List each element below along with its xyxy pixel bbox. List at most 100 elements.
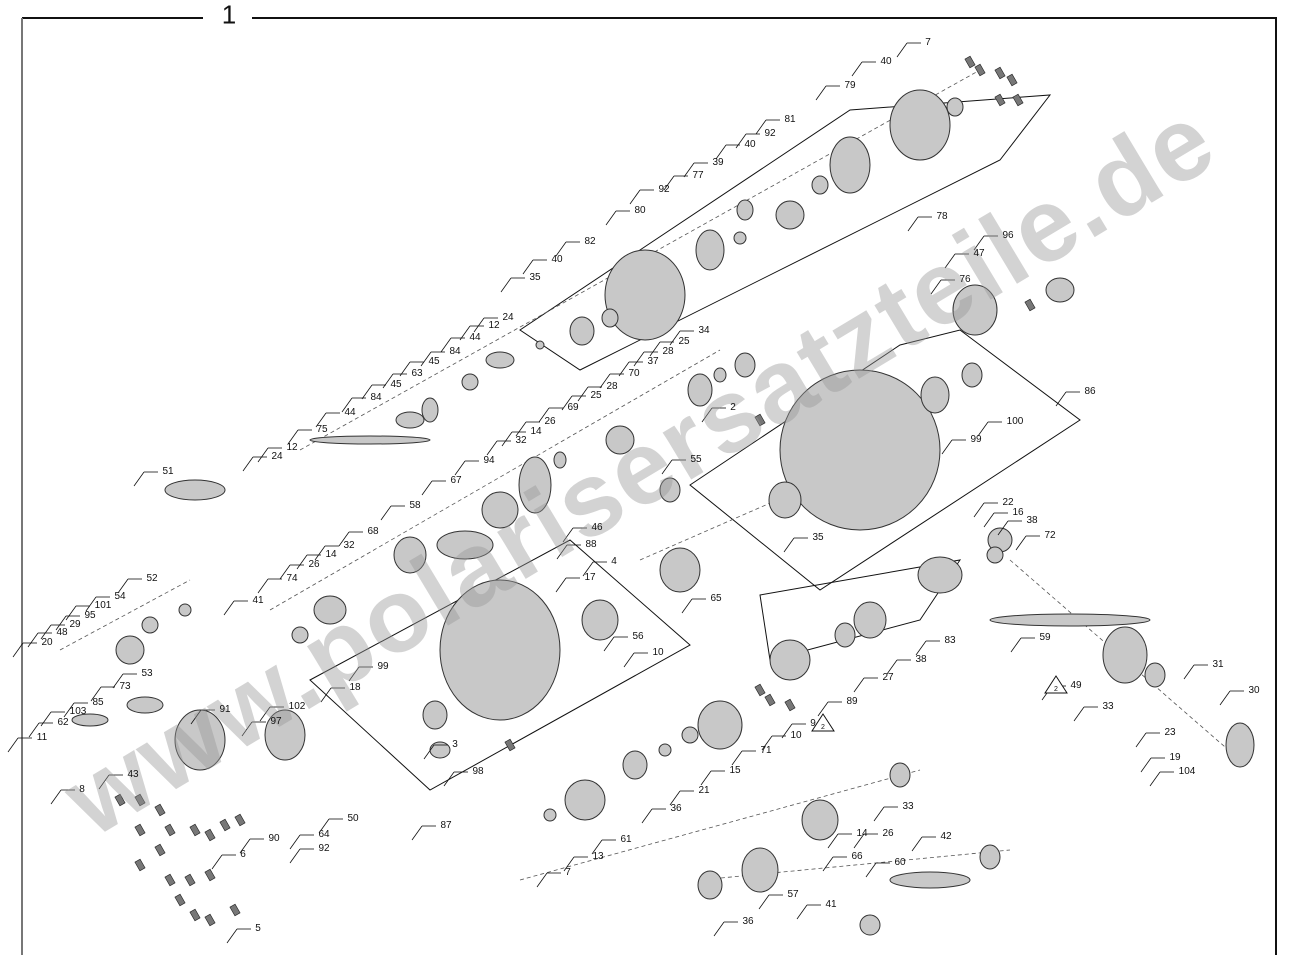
assembly-axis	[269, 349, 721, 611]
seal	[961, 362, 983, 388]
shaft	[309, 435, 431, 445]
chain	[518, 456, 552, 514]
callout-16: 16	[1012, 507, 1024, 518]
cover	[581, 599, 619, 641]
callout-78: 78	[936, 211, 948, 222]
callout-67: 67	[450, 475, 462, 486]
leader-line	[1183, 664, 1195, 680]
callout-5: 5	[255, 923, 261, 934]
shaft	[126, 696, 164, 714]
leader-line	[411, 825, 423, 841]
bolt	[974, 63, 986, 77]
hub	[605, 425, 635, 455]
callout-99: 99	[377, 661, 389, 672]
leader-line	[865, 862, 877, 878]
leader-line	[1140, 757, 1152, 773]
bearing	[569, 316, 595, 346]
leader-line	[853, 833, 865, 849]
actuator	[164, 479, 226, 501]
leader-line	[633, 351, 645, 367]
callout-71: 71	[760, 745, 772, 756]
leader-line	[257, 447, 269, 463]
assembly-axis	[299, 69, 981, 451]
leader-line	[420, 351, 432, 367]
bolt	[219, 818, 231, 832]
leader-line	[314, 545, 326, 561]
bolt	[784, 698, 796, 712]
leader-line	[649, 341, 661, 357]
leader-line	[783, 537, 795, 553]
leader-line	[473, 317, 485, 333]
leader-line	[911, 836, 923, 852]
callout-29: 29	[69, 619, 81, 630]
clip	[535, 340, 545, 350]
bolt	[189, 908, 201, 922]
callout-44: 44	[469, 332, 481, 343]
leader-line	[1055, 391, 1067, 407]
leader-line	[1219, 690, 1231, 706]
leader-line	[259, 706, 271, 722]
leader-line	[623, 652, 635, 668]
callout-39: 39	[712, 157, 724, 168]
gear	[604, 249, 686, 341]
callout-50: 50	[347, 813, 359, 824]
leader-line	[241, 721, 253, 737]
leader-line	[562, 527, 574, 543]
cover	[264, 709, 306, 761]
leader-line	[735, 133, 747, 149]
seal	[768, 481, 802, 519]
callout-24: 24	[502, 312, 514, 323]
callout-21: 21	[698, 785, 710, 796]
bearing	[853, 601, 887, 639]
callout-100: 100	[1006, 416, 1024, 427]
assembly-group-outline	[759, 559, 962, 661]
leader-line	[731, 750, 743, 766]
leader-line	[817, 701, 829, 717]
callout-19: 19	[1169, 752, 1181, 763]
callout-7: 7	[925, 37, 931, 48]
seal	[422, 700, 448, 730]
callout-86: 86	[1084, 386, 1096, 397]
leader-line	[223, 600, 235, 616]
callout-101: 101	[94, 600, 112, 611]
bolt	[134, 823, 146, 837]
bracket	[952, 284, 998, 336]
leader-line	[599, 373, 611, 389]
callout-54: 54	[114, 591, 126, 602]
callout-92: 92	[658, 184, 670, 195]
leader-line	[582, 561, 594, 577]
callout-40: 40	[880, 56, 892, 67]
leader-line	[669, 790, 681, 806]
bolt	[189, 823, 201, 837]
callout-38: 38	[1026, 515, 1038, 526]
callout-13: 13	[592, 851, 604, 862]
leader-line	[454, 460, 466, 476]
callout-87: 87	[440, 820, 452, 831]
gear-plate	[481, 491, 519, 529]
callout-25: 25	[590, 390, 602, 401]
gasket	[769, 639, 811, 681]
callout-26: 26	[882, 828, 894, 839]
callout-43: 43	[127, 769, 139, 780]
bearing	[979, 844, 1001, 870]
leader-line	[538, 407, 550, 423]
callout-52: 52	[146, 573, 158, 584]
gear	[687, 373, 713, 407]
leader-line	[382, 373, 394, 389]
leader-line	[930, 279, 942, 295]
callout-97: 97	[270, 716, 282, 727]
leader-line	[98, 774, 110, 790]
leader-line	[563, 856, 575, 872]
leader-line	[40, 711, 52, 727]
callout-49: 49	[1070, 680, 1082, 691]
leader-line	[605, 210, 617, 226]
leader-line	[85, 596, 97, 612]
bolt	[504, 738, 516, 752]
leader-line	[257, 578, 269, 594]
callout-79: 79	[844, 80, 856, 91]
leader-line	[983, 512, 995, 528]
shaft-gear	[741, 847, 779, 893]
leader-line	[296, 554, 308, 570]
leader-line	[851, 61, 863, 77]
